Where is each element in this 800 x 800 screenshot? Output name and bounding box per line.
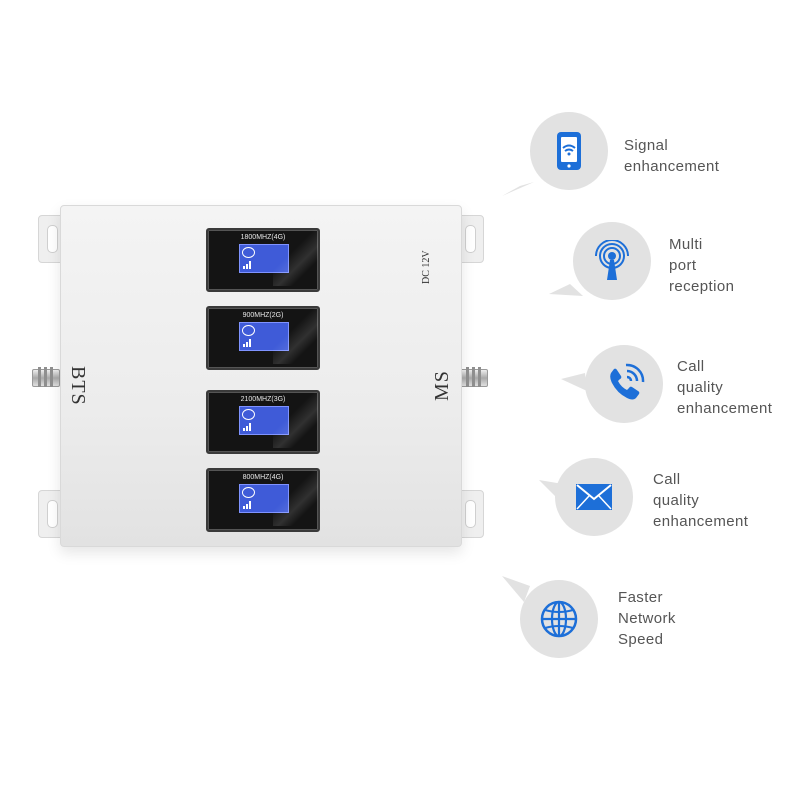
bts-port-label: BTS: [67, 366, 89, 406]
feature-label: Faster Network Speed: [618, 589, 676, 648]
signal-bars-icon: [243, 423, 253, 431]
lcd-display: [239, 484, 289, 513]
feature-label: Call quality enhancement: [677, 358, 773, 417]
status-icon: [242, 409, 255, 420]
status-icon: [242, 487, 255, 498]
band-screen: 1800MHZ(4G): [206, 228, 320, 292]
feature-label: Signal enhancement: [624, 137, 720, 175]
bubble-tail: [502, 182, 534, 196]
status-icon: [242, 325, 255, 336]
lcd-display: [239, 322, 289, 351]
lcd-display: [239, 244, 289, 273]
band-label: 900MHZ(2G): [242, 312, 284, 319]
phone-wifi-icon: [548, 130, 590, 172]
ms-port-label: MS: [431, 370, 453, 401]
antenna-icon: [591, 239, 633, 282]
band-label: 1800MHZ(4G): [240, 234, 286, 241]
band-label: 800MHZ(4G): [242, 474, 284, 481]
bubble-tail: [502, 576, 530, 602]
status-icon: [242, 247, 255, 258]
ms-connector: [458, 366, 488, 388]
lcd-display: [239, 406, 289, 435]
signal-bars-icon: [243, 261, 253, 269]
feature-label: Multi port reception: [669, 236, 735, 295]
band-screen: 900MHZ(2G): [206, 306, 320, 370]
envelope-icon: [573, 476, 615, 518]
band-screen: 800MHZ(4G): [206, 468, 320, 532]
band-screen: 2100MHZ(3G): [206, 390, 320, 454]
band-label: 2100MHZ(3G): [240, 396, 286, 403]
bubble-tail: [549, 284, 583, 296]
power-label: DC 12V: [421, 250, 432, 284]
signal-bars-icon: [243, 501, 253, 509]
phone-call-icon: [603, 363, 645, 405]
bts-connector: [30, 366, 60, 388]
globe-icon: [538, 598, 580, 640]
signal-booster-device: BTS MS DC 12V 1800MHZ(4G) 900MHZ(2G) 210…: [60, 205, 462, 547]
feature-label: Call quality enhancement: [653, 471, 749, 530]
bubble-tail: [561, 373, 587, 391]
signal-bars-icon: [243, 339, 253, 347]
